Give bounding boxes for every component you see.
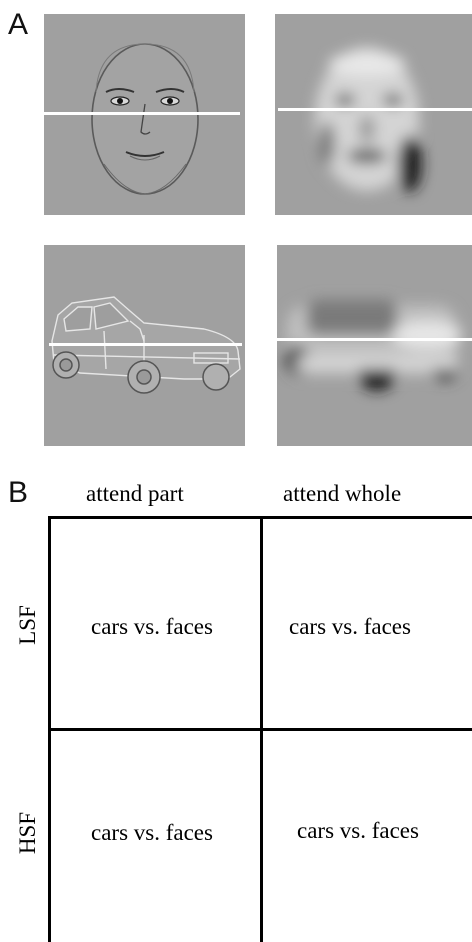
panel-b-label: B: [8, 476, 29, 509]
car-hsf-image: [44, 245, 245, 446]
cell-hsf-attend-whole: cars vs. faces: [297, 818, 419, 843]
column-header-attend-part: attend part: [86, 481, 184, 506]
column-header-attend-whole: attend whole: [283, 481, 402, 506]
car-lsf-fixation-line: [277, 338, 472, 341]
face-lsf-image: [275, 14, 472, 215]
car-lsf-image: [277, 245, 472, 446]
car-hsf-fixation-line: [49, 343, 242, 346]
row-header-lsf: LSF: [15, 605, 40, 645]
panel-a-label: A: [8, 8, 29, 41]
cell-lsf-attend-part: cars vs. faces: [91, 614, 213, 639]
cell-lsf-attend-whole: cars vs. faces: [289, 614, 411, 639]
face-hsf-fixation-line: [44, 112, 240, 115]
row-header-hsf: HSF: [15, 811, 40, 855]
grid-left-line: [48, 516, 51, 942]
grid-center-line: [260, 516, 263, 942]
cell-hsf-attend-part: cars vs. faces: [91, 820, 213, 845]
face-lsf-fixation-line: [278, 108, 472, 111]
face-hsf-image: [44, 14, 245, 215]
